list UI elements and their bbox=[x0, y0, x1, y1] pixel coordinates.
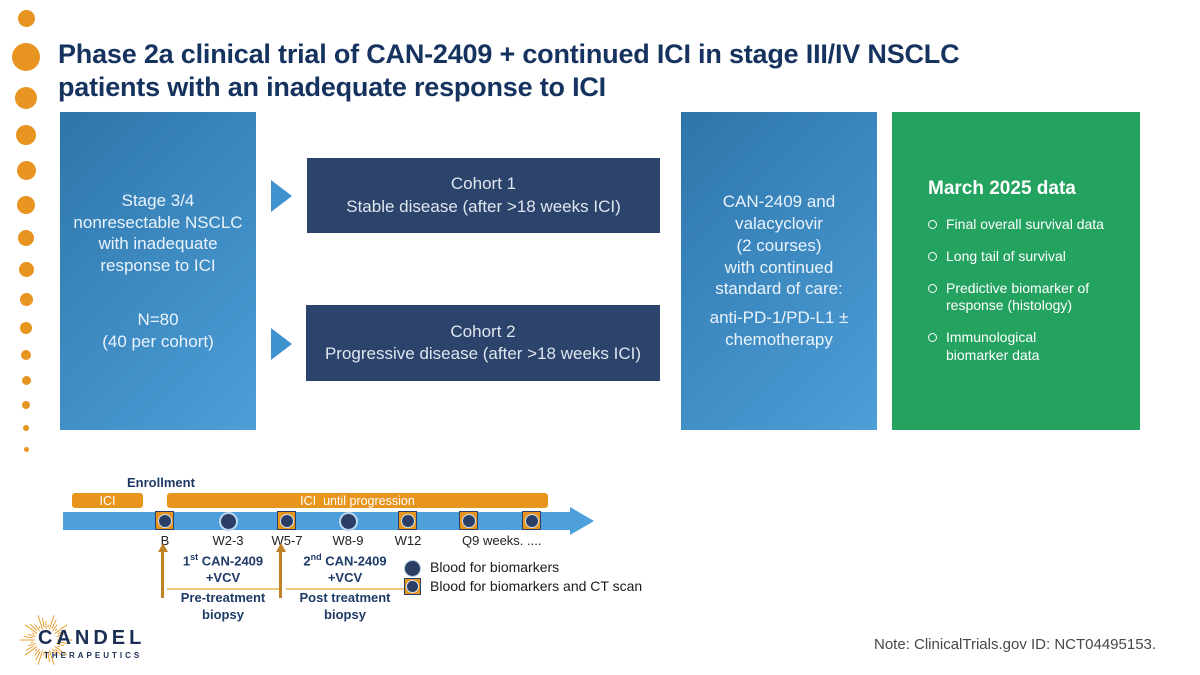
injection2-title: 2nd CAN-2409 +VCV bbox=[286, 552, 404, 591]
cohort2-desc: Progressive disease (after >18 weeks ICI… bbox=[324, 344, 642, 363]
decorative-dot-column bbox=[12, 10, 40, 452]
patient-population-box: Stage 3/4 nonresectable NSCLC with inade… bbox=[60, 112, 256, 430]
timeline-bar bbox=[63, 512, 570, 530]
cohort1-box: Cohort 1 Stable disease (after >18 weeks… bbox=[307, 158, 660, 233]
bullet-circle-icon bbox=[928, 251, 937, 261]
timeline-tick-label: W8-9 bbox=[332, 533, 364, 548]
enrollment-label: Enrollment bbox=[127, 475, 195, 490]
flow-arrow-icon bbox=[271, 180, 292, 212]
decor-dot bbox=[17, 196, 35, 214]
list-item: Final overall survival data bbox=[928, 216, 1132, 234]
injection1-annotation: 1st CAN-2409 +VCV Pre-treatment biopsy bbox=[167, 552, 279, 624]
injection-arrow-line bbox=[161, 551, 164, 598]
decor-dot bbox=[20, 322, 32, 334]
injection-arrow-icon bbox=[158, 543, 168, 552]
timeline-tick-label: W12 bbox=[394, 533, 422, 548]
enrollment-count-text: N=80 (40 per cohort) bbox=[102, 309, 214, 351]
decor-dot bbox=[22, 401, 30, 409]
bullet-circle-icon bbox=[928, 283, 937, 293]
patient-criteria-text: Stage 3/4 nonresectable NSCLC with inade… bbox=[73, 190, 243, 275]
decor-dot bbox=[21, 376, 31, 385]
list-item: Long tail of survival bbox=[928, 248, 1132, 266]
decor-dot bbox=[21, 350, 31, 360]
blood-marker-icon bbox=[404, 560, 421, 577]
logo-starburst-icon bbox=[20, 615, 72, 665]
blood-ct-marker-icon bbox=[459, 511, 478, 530]
timeline-arrowhead-icon bbox=[570, 507, 594, 535]
injection2-subtext: Post treatment biopsy bbox=[299, 590, 391, 622]
timeline-tick-label: Q9 weeks. .... bbox=[462, 533, 542, 548]
injection1-subtext: Pre-treatment biopsy bbox=[180, 590, 266, 622]
cohort1-desc: Stable disease (after >18 weeks ICI) bbox=[346, 196, 621, 216]
cohort2-box: Cohort 2 Progressive disease (after >18 … bbox=[306, 305, 660, 381]
ici-bar: ICI bbox=[72, 493, 143, 508]
decor-dot bbox=[23, 425, 29, 431]
decor-dot bbox=[16, 161, 36, 180]
data-readout-box: March 2025 data Final overall survival d… bbox=[892, 112, 1140, 430]
blood-ct-marker-icon bbox=[404, 578, 421, 595]
slide-title: Phase 2a clinical trial of CAN-2409 + co… bbox=[58, 39, 960, 103]
cohort2-name: Cohort 2 bbox=[450, 321, 516, 341]
decor-dot bbox=[16, 125, 36, 145]
bullet-circle-icon bbox=[928, 333, 937, 343]
cohort1-name: Cohort 1 bbox=[450, 174, 517, 194]
injection-arrow-icon bbox=[276, 543, 286, 552]
decor-dot bbox=[15, 87, 37, 109]
treatment-soc-text: anti-PD-1/PD-L1 ± chemotherapy bbox=[709, 308, 849, 349]
treatment-main-text: CAN-2409 and valacyclovir (2 courses) wi… bbox=[715, 192, 843, 299]
decor-dot bbox=[18, 262, 34, 277]
injection2-annotation: 2nd CAN-2409 +VCV Post treatment biopsy bbox=[286, 552, 404, 624]
data-readout-heading: March 2025 data bbox=[928, 178, 1076, 199]
blood-ct-marker-icon bbox=[398, 511, 417, 530]
blood-marker-icon bbox=[339, 512, 358, 531]
legend-label-blood-ct: Blood for biomarkers and CT scan bbox=[430, 578, 643, 594]
treatment-box: CAN-2409 and valacyclovir (2 courses) wi… bbox=[681, 112, 877, 430]
list-item: Immunological biomarker data bbox=[928, 329, 1132, 365]
blood-marker-icon bbox=[219, 512, 238, 531]
ici-until-progression-bar: ICI until progression bbox=[167, 493, 548, 508]
timeline-tick-label: W2-3 bbox=[212, 533, 244, 548]
decor-dot bbox=[18, 230, 34, 246]
blood-ct-marker-icon bbox=[522, 511, 541, 530]
legend-label-blood: Blood for biomarkers bbox=[430, 559, 560, 575]
decor-dot bbox=[17, 10, 35, 27]
decor-dot bbox=[23, 447, 29, 452]
logo-wordmark: CANDEL bbox=[38, 627, 146, 649]
blood-ct-marker-icon bbox=[277, 511, 296, 530]
injection1-title: 1st CAN-2409 +VCV bbox=[167, 552, 279, 591]
flow-arrow-icon bbox=[271, 328, 292, 360]
bullet-circle-icon bbox=[928, 220, 937, 229]
injection-arrow-line bbox=[279, 551, 282, 598]
blood-ct-marker-icon bbox=[155, 511, 174, 530]
list-item: Predictive biomarker of response (histol… bbox=[928, 280, 1132, 316]
decor-dot bbox=[12, 43, 40, 71]
timeline-tick-label: B bbox=[160, 533, 170, 548]
decor-dot bbox=[19, 293, 33, 306]
clinicaltrials-note: Note: ClinicalTrials.gov ID: NCT04495153… bbox=[874, 636, 1157, 653]
logo-subtext: THERAPEUTICS bbox=[44, 651, 143, 660]
